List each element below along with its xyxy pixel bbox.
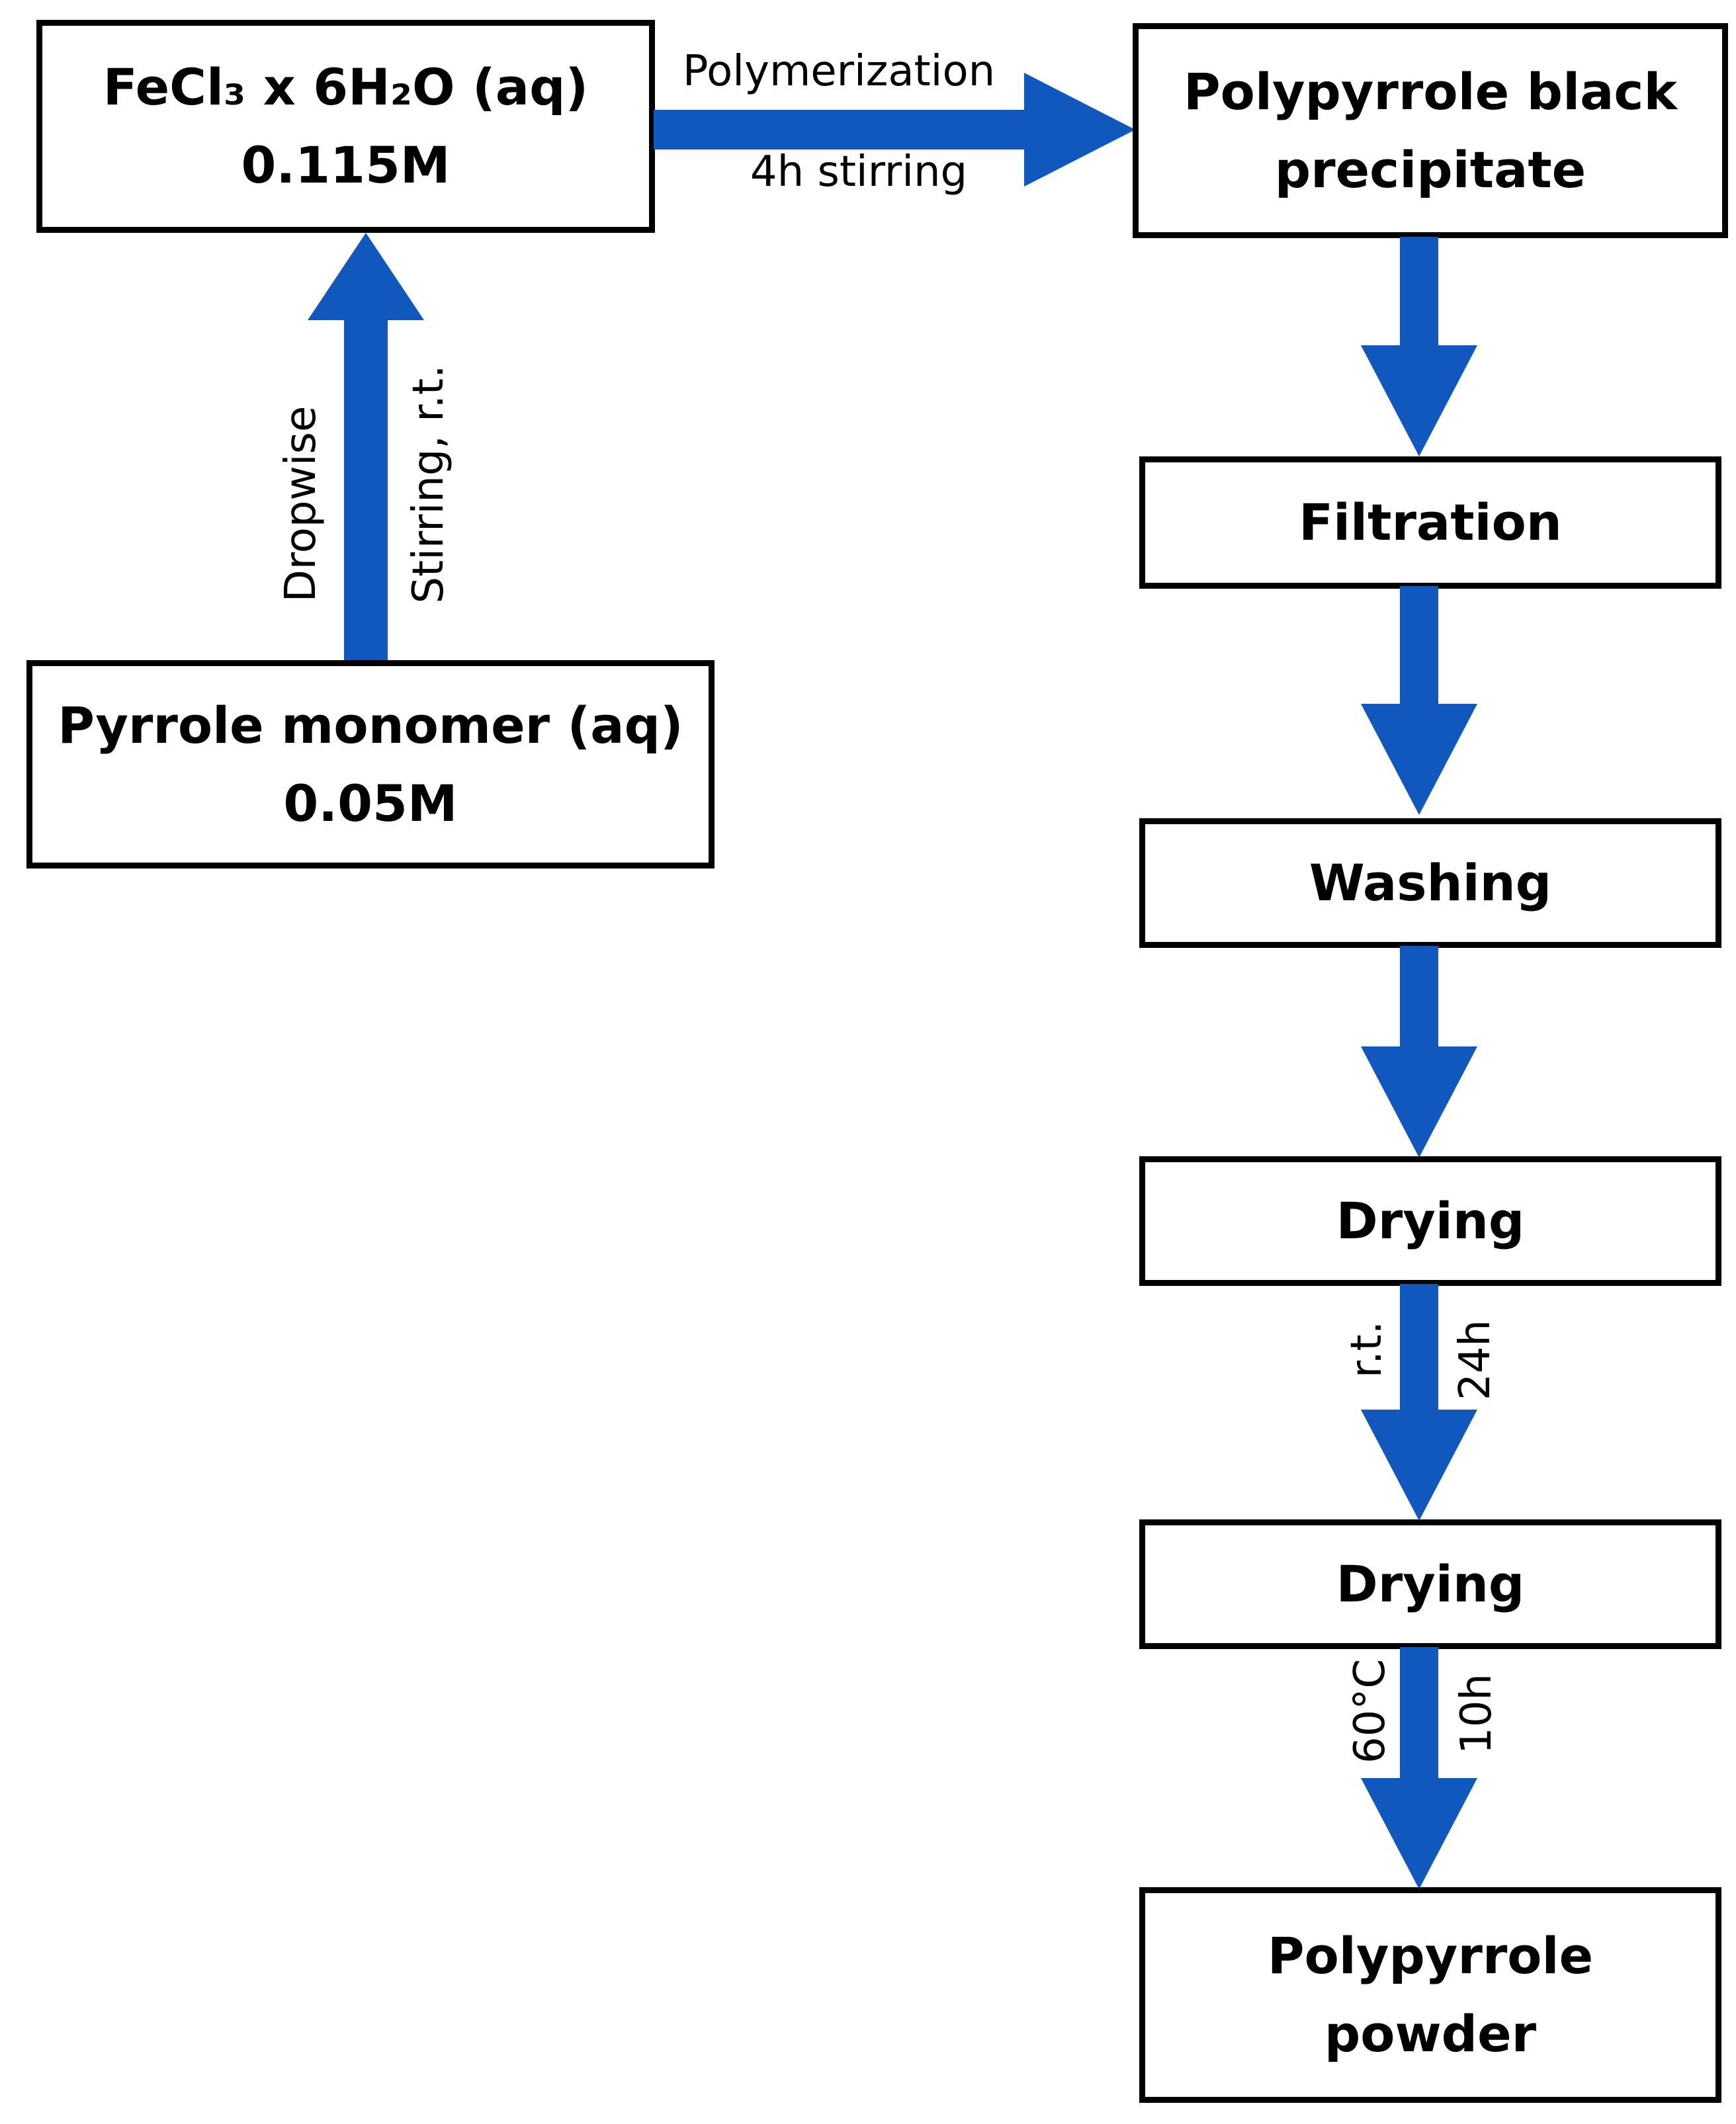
arrow-down-head-icon [1361, 1410, 1477, 1521]
arrow-down-head-icon [1361, 1046, 1477, 1158]
arrow-right-head-icon [1024, 73, 1135, 187]
box-polypyrrole-precipitate: Polypyrrole black precipitate [1133, 23, 1728, 238]
arrow-down-shaft [1400, 1647, 1438, 1778]
box-precipitate-line1: Polypyrrole black [1183, 62, 1677, 121]
label-4h-stirring: 4h stirring [750, 148, 968, 196]
box-fecl3-solution: FeCl₃ x 6H₂O (aq) 0.115M [36, 20, 655, 233]
label-dropwise: Dropwise [277, 405, 326, 603]
arrow-down-head-icon [1361, 1778, 1477, 1889]
box-pyrrole-line1: Pyrrole monomer (aq) [58, 695, 683, 755]
label-24h: 24h [1451, 1320, 1500, 1400]
box-fecl3-line1: FeCl₃ x 6H₂O (aq) [103, 58, 589, 117]
box-fecl3-line2: 0.115M [241, 136, 451, 194]
box-pyrrole-line2: 0.05M [283, 773, 458, 833]
box-drying2-label: Drying [1336, 1554, 1525, 1614]
box-drying-60c: Drying [1139, 1519, 1721, 1649]
arrow-down-shaft [1400, 586, 1438, 704]
arrow-right-shaft [654, 110, 1032, 149]
box-washing: Washing [1139, 818, 1721, 948]
box-filtration-label: Filtration [1299, 493, 1562, 552]
label-stirring-rt: Stirring, r.t. [404, 364, 453, 604]
arrow-down-shaft [1400, 237, 1438, 347]
arrow-up-head-icon [308, 233, 424, 320]
label-60c: 60°C [1346, 1658, 1395, 1764]
box-polypyrrole-powder: Polypyrrole powder [1139, 1887, 1721, 2103]
arrow-up-shaft [344, 318, 388, 660]
box-drying1-label: Drying [1336, 1191, 1525, 1251]
label-polymerization: Polymerization [682, 47, 996, 96]
arrow-down-shaft [1400, 946, 1438, 1046]
arrow-down-head-icon [1361, 704, 1477, 815]
box-powder-line2: powder [1324, 2004, 1537, 2063]
label-room-temp: r.t. [1342, 1320, 1391, 1379]
box-precipitate-line2: precipitate [1274, 140, 1586, 199]
box-powder-line1: Polypyrrole [1267, 1926, 1594, 1986]
box-drying-room-temp: Drying [1139, 1156, 1721, 1286]
box-washing-label: Washing [1309, 853, 1552, 913]
arrow-down-head-icon [1361, 345, 1477, 456]
arrow-down-shaft [1400, 1284, 1438, 1410]
label-10h: 10h [1452, 1674, 1501, 1754]
box-filtration: Filtration [1139, 456, 1721, 589]
box-pyrrole-monomer: Pyrrole monomer (aq) 0.05M [26, 660, 715, 869]
